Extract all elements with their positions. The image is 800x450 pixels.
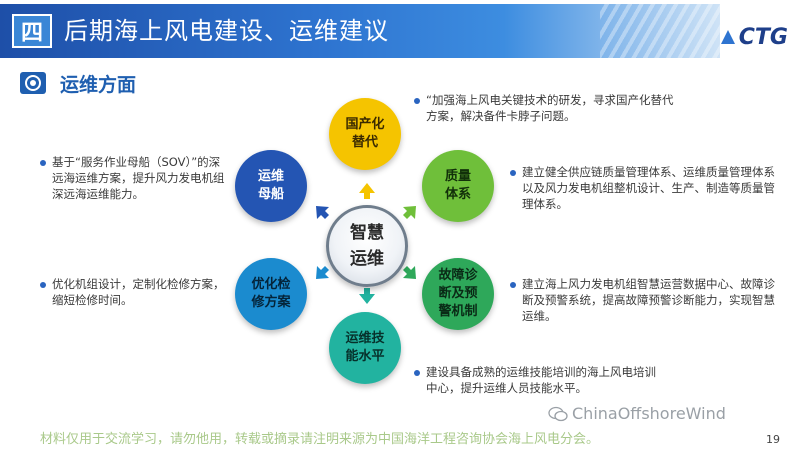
ctg-logo: CTG — [719, 22, 788, 52]
node-fault-diagnosis: 故障诊 断及预 警机制 — [422, 258, 494, 330]
node-mother-ship: 运维 母船 — [235, 150, 307, 222]
node-label: 国产化 替代 — [345, 117, 385, 150]
center-label-line2: 运维 — [350, 249, 384, 269]
node-localization: 国产化 替代 — [329, 98, 401, 170]
node-skill-level: 运维技 能水平 — [329, 312, 401, 384]
page-title: 后期海上风电建设、运维建议 — [64, 17, 389, 45]
bullet-dot — [40, 160, 46, 166]
section-number-badge: 四 — [12, 14, 52, 48]
bullet-dot — [510, 282, 516, 288]
bullet-dot — [414, 98, 420, 104]
center-node-smart-om: 智慧 运维 — [326, 205, 408, 287]
arrow-upleft-icon — [316, 206, 329, 219]
node-label: 质量 体系 — [444, 169, 471, 202]
page-number: 19 — [766, 433, 780, 446]
arrow-up-icon — [359, 183, 375, 199]
node-label: 运维技 能水平 — [345, 331, 385, 364]
bullet-localization: “加强海上风电关键技术的研发，寻求国产化替代方案，解决备件卡脖子问题。 — [426, 93, 674, 123]
arrow-downleft-icon — [316, 266, 329, 279]
arrow-downright-icon — [403, 266, 416, 279]
node-label: 故障诊 断及预 警机制 — [438, 268, 478, 319]
bullet-dot — [40, 282, 46, 288]
logo-mark-icon — [720, 30, 735, 44]
header-stripes — [600, 0, 750, 60]
section-icon — [20, 72, 46, 94]
bullet-mother-ship: 基于“服务作业母船（SOV）”的深远海运维方案，提升风力发电机组深远海运维能力。 — [52, 155, 225, 201]
bullet-maintenance: 优化机组设计，定制化检修方案，缩短检修时间。 — [52, 277, 225, 307]
bullet-skill: 建设具备成熟的运维技能培训的海上风电培训中心，提升运维人员技能水平。 — [426, 365, 656, 395]
node-maintenance-plan: 优化检 修方案 — [235, 258, 307, 330]
wechat-icon — [548, 406, 568, 421]
center-label-line1: 智慧 — [350, 223, 384, 243]
section-title: 运维方面 — [60, 74, 137, 96]
footer-disclaimer: 材料仅用于交流学习，请勿他用，转载或摘录请注明来源为中国海洋工程咨询协会海上风电… — [40, 432, 600, 447]
bullet-dot — [414, 370, 420, 376]
node-label: 运维 母船 — [257, 169, 284, 202]
header-bar: 四 后期海上风电建设、运维建议 CTG — [0, 0, 800, 60]
bullet-dot — [510, 170, 516, 176]
node-label: 优化检 修方案 — [251, 277, 291, 310]
logo-text: CTG — [738, 24, 788, 50]
header-band — [0, 4, 720, 58]
watermark-text: ChinaOffshoreWind — [572, 404, 726, 423]
arrow-down-icon — [359, 288, 375, 304]
bullet-fault: 建立海上风力发电机组智慧运营数据中心、故障诊断及预警系统，提高故障预警诊断能力，… — [522, 277, 775, 323]
node-quality-system: 质量 体系 — [422, 150, 494, 222]
arrow-upright-icon — [403, 206, 416, 219]
bullet-quality: 建立健全供应链质量管理体系、运维质量管理体系以及风力发电机组整机设计、生产、制造… — [522, 165, 775, 211]
watermark: ChinaOffshoreWind — [548, 404, 726, 423]
